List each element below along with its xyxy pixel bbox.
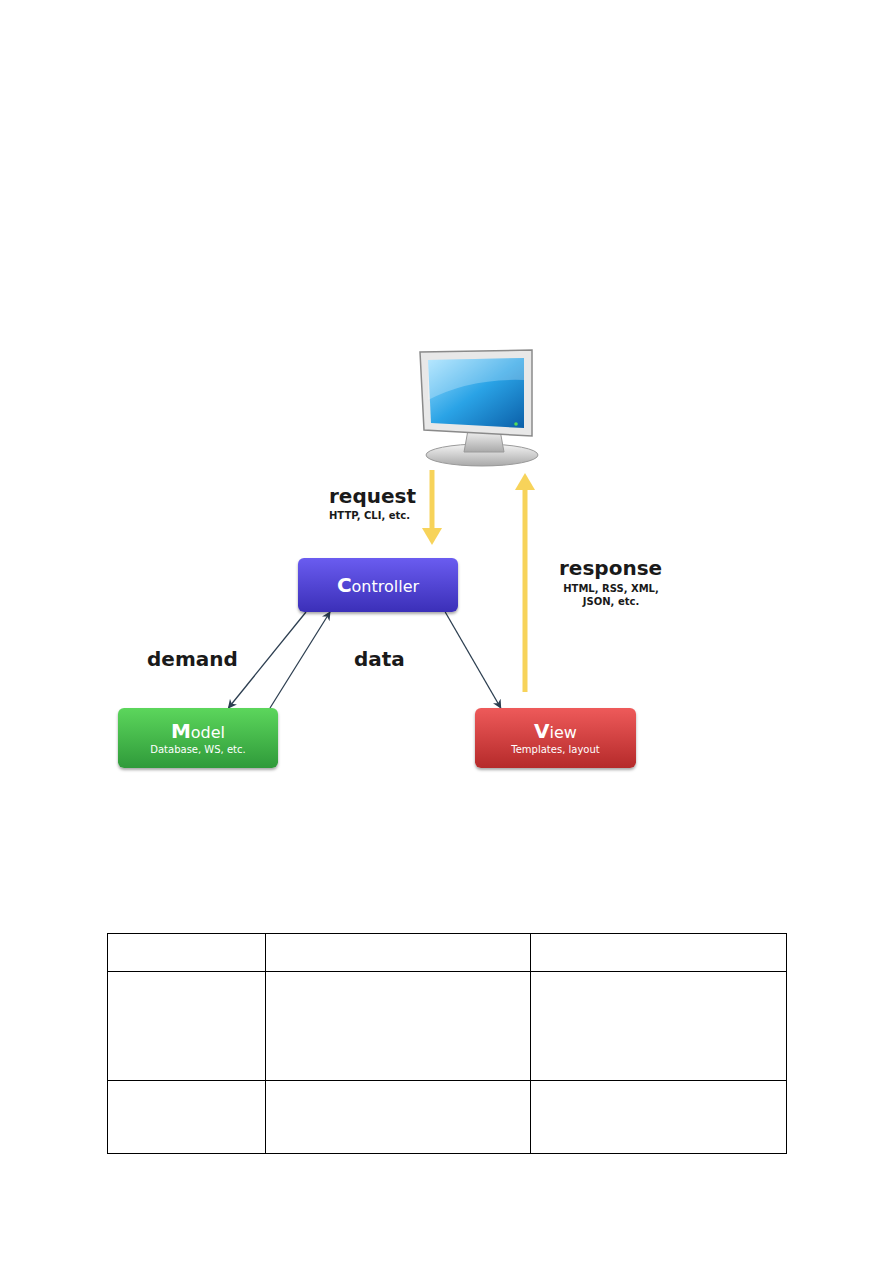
demand-label: demand	[147, 648, 238, 670]
response-arrow	[515, 473, 535, 692]
response-label: response	[559, 557, 662, 579]
box-title: Model	[171, 720, 225, 743]
connector-arrow	[228, 612, 306, 708]
model-box: ModelDatabase, WS, etc.	[118, 708, 278, 768]
monitor-icon	[420, 350, 538, 466]
request-arrow	[422, 470, 442, 545]
response-detail: HTML, RSS, XML, JSON, etc.	[562, 583, 660, 608]
box-title: Controller	[337, 574, 419, 597]
connector-arrow	[445, 612, 501, 708]
request-detail: HTTP, CLI, etc.	[329, 510, 410, 523]
box-subtitle: Database, WS, etc.	[150, 744, 245, 756]
view-box: ViewTemplates, layout	[475, 708, 636, 768]
connector-arrow	[270, 612, 330, 708]
box-title: View	[534, 720, 577, 743]
controller-box: Controller	[298, 558, 458, 612]
data-label: data	[354, 648, 405, 670]
request-label: request	[329, 485, 416, 507]
empty-table	[108, 934, 787, 1154]
box-subtitle: Templates, layout	[511, 744, 599, 756]
